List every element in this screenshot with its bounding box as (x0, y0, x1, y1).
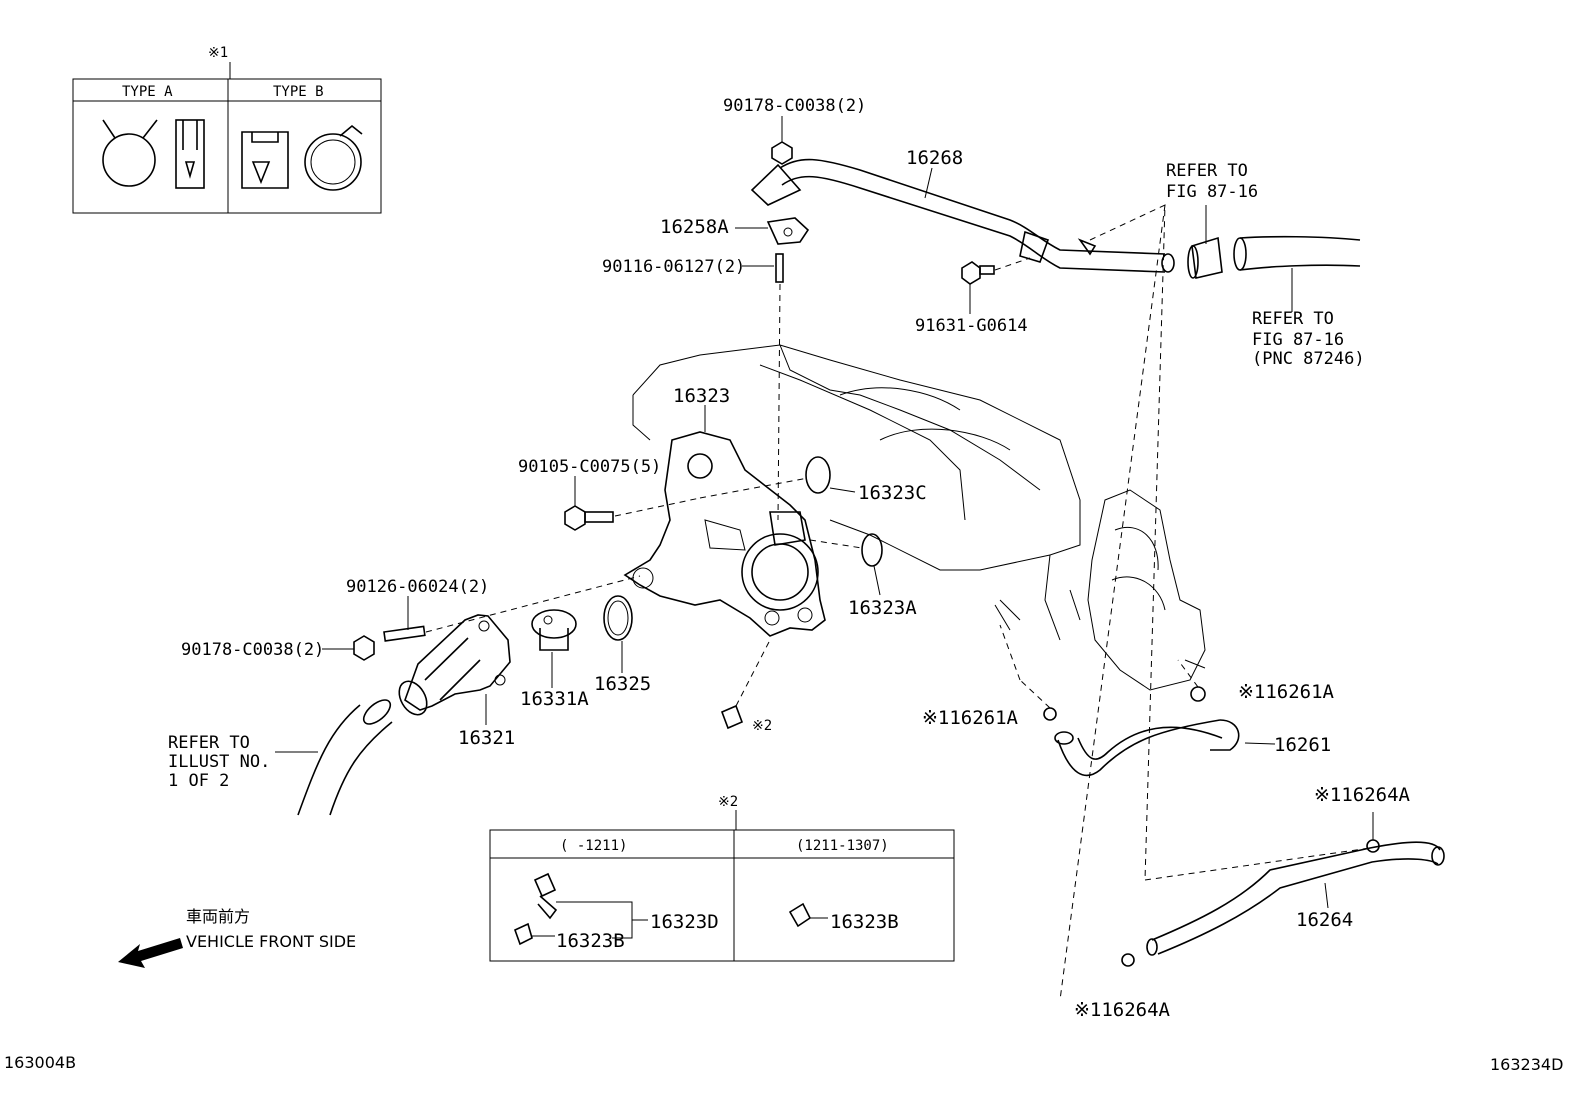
water-bypass-pipe-16268 (750, 158, 1175, 273)
thermostat-gasket-16325-icon (603, 595, 633, 641)
drain-plug-icon (720, 704, 744, 730)
label-oring-16323a: 16323A (848, 597, 917, 619)
inset2-col1-part-a: 16323D (650, 911, 719, 933)
label-direction-en: VEHICLE FRONT SIDE (186, 932, 356, 951)
oring-16323a-icon (861, 533, 883, 567)
label-refer-right-2: FIG 87-16 (1252, 330, 1344, 350)
type-b-clamp-icon (241, 124, 363, 191)
oring-16323c-icon (805, 456, 831, 494)
hose-16264-clamp-icon (1121, 839, 1380, 967)
throttle-body-outline (1069, 489, 1206, 691)
type-a-clamp-icon (102, 119, 205, 189)
label-refer-right-3: (PNC 87246) (1252, 349, 1365, 369)
label-bolt-top: 90178-C0038(2) (723, 96, 866, 116)
inset1-mark: ※1 (208, 45, 228, 61)
label-refer-left-3: 1 OF 2 (168, 771, 229, 791)
inset2-col2-part: 16323B (830, 911, 899, 933)
label-clamp-16261a-left: ※116261A (922, 707, 1019, 729)
heater-hose-refer (1187, 235, 1361, 279)
label-code-left: 163004B (4, 1053, 76, 1072)
label-gasket-16258a: 16258A (660, 216, 729, 238)
inlet-nut-icon (353, 635, 375, 661)
label-refer-left-2: ILLUST NO. (168, 752, 270, 772)
label-inlet-16321: 16321 (458, 727, 515, 749)
radiator-hose-refer (297, 699, 393, 816)
nut-icon (771, 141, 793, 165)
inset2-col2-header: (1211-1307) (796, 838, 889, 854)
inset2-col1-header: ( -1211) (560, 838, 627, 854)
label-refer-top-2: FIG 87-16 (1166, 182, 1258, 202)
label-plug-mark: ※2 (752, 718, 772, 734)
inset2-mark: ※2 (718, 794, 738, 810)
label-bolt-housing: 90105-C0075(5) (518, 457, 661, 477)
hose-16261 (1054, 719, 1240, 777)
label-clamp-16261a-right: ※116261A (1238, 681, 1335, 703)
water-outlet-housing-16323 (623, 431, 826, 637)
label-oring-16323c: 16323C (858, 482, 927, 504)
type-b-label: TYPE B (273, 84, 324, 100)
label-direction-jp: 車両前方 (186, 907, 250, 926)
label-bolt-pipe: 91631-G0614 (915, 316, 1028, 336)
bolt-icon (961, 261, 995, 285)
label-refer-right-1: REFER TO (1252, 309, 1334, 329)
label-stud-inlet: 90126-06024(2) (346, 577, 489, 597)
housing-bolt-icon (564, 505, 614, 531)
part-labels: 90178-C0038(2) 16268 REFER TO FIG 87-16 … (4, 96, 1563, 1074)
drain-plug-inset: ※2 ( -1211) (1211-1307) 16323D 16323B 16… (489, 794, 955, 962)
clamp-type-inset: ※1 TYPE A TYPE B (72, 45, 382, 214)
inset2-col1-part-b: 16323B (556, 930, 625, 952)
label-clamp-16264a-bottom: ※116264A (1074, 999, 1171, 1021)
label-stud-top: 90116-06127(2) (602, 257, 745, 277)
water-inlet-16321 (398, 614, 511, 716)
gasket-16258a-icon (766, 217, 810, 245)
label-pipe-16268: 16268 (906, 147, 963, 169)
vehicle-front-arrow-icon (118, 938, 183, 968)
stud-icon (775, 253, 784, 283)
label-refer-left-1: REFER TO (168, 733, 250, 753)
engine-block-outline (632, 344, 1081, 641)
label-hose-16261: 16261 (1274, 734, 1331, 756)
label-thermostat-16331a: 16331A (520, 688, 589, 710)
label-gasket-16325: 16325 (594, 673, 651, 695)
label-housing-16323: 16323 (673, 385, 730, 407)
label-nut-inlet: 90178-C0038(2) (181, 640, 324, 660)
inlet-stud-icon (383, 625, 426, 642)
label-clamp-16264a-top: ※116264A (1314, 784, 1411, 806)
hose-clamp-icon (1043, 686, 1206, 721)
leader-16268 (924, 167, 933, 199)
thermostat-16331a-icon (531, 609, 577, 651)
label-code-right: 163234D (1490, 1055, 1563, 1074)
label-refer-top-1: REFER TO (1166, 161, 1248, 181)
label-hose-16264: 16264 (1296, 909, 1353, 931)
hose-16264 (1146, 841, 1445, 956)
type-a-label: TYPE A (122, 84, 173, 100)
